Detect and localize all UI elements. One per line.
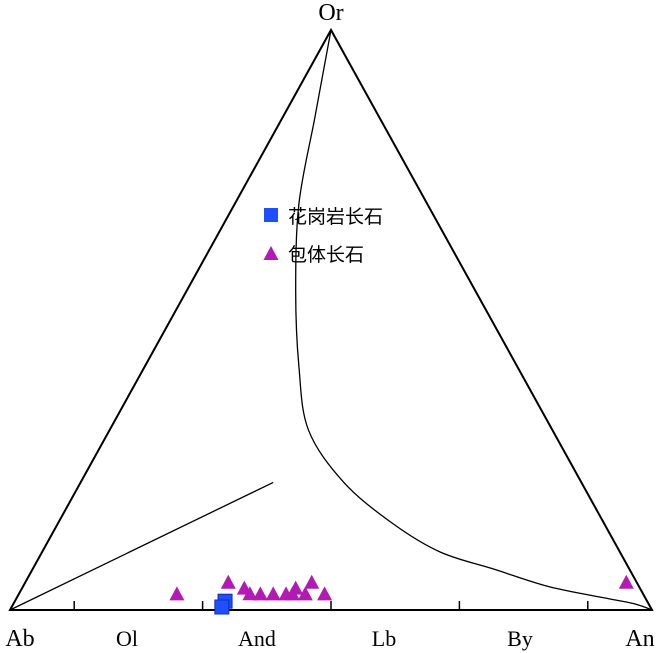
triangle-marker xyxy=(304,574,320,589)
vertex-label-or: Or xyxy=(318,0,343,26)
triangle-marker xyxy=(169,586,185,601)
base-tick-label: And xyxy=(238,626,276,651)
triangle-marker xyxy=(317,586,333,601)
curve-solvus xyxy=(295,29,653,611)
curve-ab-join xyxy=(9,481,274,611)
base-ticks xyxy=(73,601,589,610)
vertex-label-an: An xyxy=(625,626,654,652)
triangle-marker xyxy=(252,586,268,601)
data-points xyxy=(169,574,634,615)
triangle-marker xyxy=(265,586,281,601)
base-tick-label: Lb xyxy=(372,626,396,651)
boundary-curves xyxy=(9,29,653,611)
triangle-marker xyxy=(220,574,236,589)
triangle-marker xyxy=(297,586,313,601)
vertex-label-ab: Ab xyxy=(5,626,34,652)
base-tick-label: By xyxy=(507,626,533,651)
base-tick-label: Ol xyxy=(116,626,138,651)
triangle-frame xyxy=(8,27,654,611)
triangle-outline xyxy=(8,27,654,611)
square-marker xyxy=(214,599,230,615)
legend-triangle-icon xyxy=(263,246,279,260)
triangle-marker xyxy=(288,580,304,595)
triangle-marker xyxy=(618,574,634,589)
triangle-marker xyxy=(242,586,258,601)
legend-label-enclave-feldspar: 包体长石 xyxy=(288,244,364,266)
legend-label-granite-feldspar: 花岗岩长石 xyxy=(288,206,383,228)
legend-square-icon xyxy=(264,208,278,222)
